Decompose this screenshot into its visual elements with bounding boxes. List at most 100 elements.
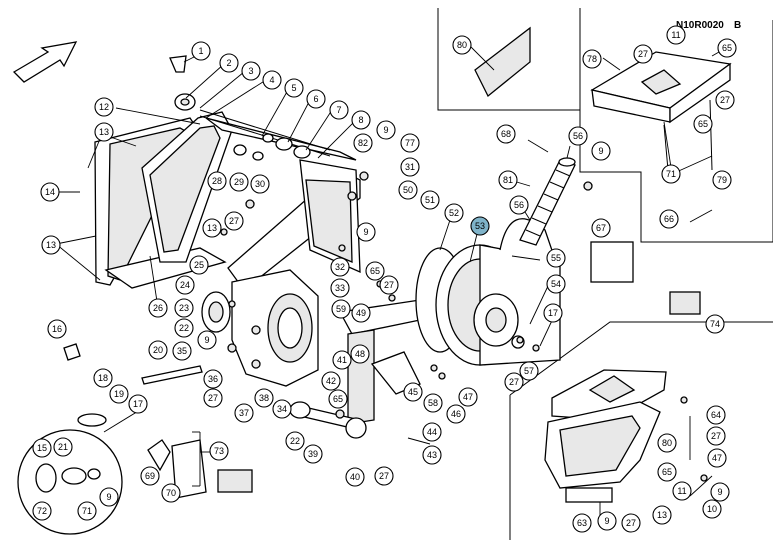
callout-13: 13 <box>41 235 61 255</box>
svg-text:34: 34 <box>277 404 287 414</box>
svg-text:27: 27 <box>638 49 648 59</box>
callout-27: 27 <box>224 211 244 231</box>
svg-text:44: 44 <box>427 427 437 437</box>
callout-37: 37 <box>234 403 254 423</box>
svg-text:45: 45 <box>408 387 418 397</box>
svg-text:2: 2 <box>226 58 231 68</box>
callout-32: 32 <box>330 257 350 277</box>
svg-text:13: 13 <box>657 510 667 520</box>
svg-text:1: 1 <box>198 46 203 56</box>
callout-50: 50 <box>398 180 418 200</box>
callout-24: 24 <box>175 275 195 295</box>
callout-12: 12 <box>94 97 114 117</box>
svg-text:81: 81 <box>503 175 513 185</box>
svg-text:55: 55 <box>551 253 561 263</box>
svg-text:48: 48 <box>355 349 365 359</box>
callout-53-highlighted[interactable]: 53 <box>470 216 490 236</box>
svg-text:16: 16 <box>52 324 62 334</box>
callout-27: 27 <box>715 90 735 110</box>
callout-69: 69 <box>140 466 160 486</box>
callout-72: 72 <box>32 501 52 521</box>
callout-23: 23 <box>174 298 194 318</box>
svg-text:58: 58 <box>428 398 438 408</box>
callout-43: 43 <box>422 445 442 465</box>
callout-13: 13 <box>202 218 222 238</box>
svg-text:3: 3 <box>248 66 253 76</box>
callout-21: 21 <box>53 437 73 457</box>
svg-text:42: 42 <box>326 376 336 386</box>
small-parts <box>63 241 701 499</box>
callout-26: 26 <box>148 298 168 318</box>
callout-68: 68 <box>496 124 516 144</box>
callout-18: 18 <box>93 368 113 388</box>
callout-9: 9 <box>710 482 730 502</box>
callout-20: 20 <box>148 340 168 360</box>
callout-4: 4 <box>262 70 282 90</box>
callout-56: 56 <box>568 126 588 146</box>
svg-text:67: 67 <box>596 223 606 233</box>
callout-3: 3 <box>241 61 261 81</box>
callout-2: 2 <box>219 53 239 73</box>
svg-text:9: 9 <box>717 487 722 497</box>
svg-text:63: 63 <box>577 518 587 528</box>
fan-housing <box>415 218 561 366</box>
callout-33: 33 <box>330 278 350 298</box>
svg-text:39: 39 <box>308 449 318 459</box>
drawing-code: N10R0020 <box>676 20 724 31</box>
callout-65: 65 <box>693 114 713 134</box>
svg-text:12: 12 <box>99 102 109 112</box>
svg-text:9: 9 <box>363 227 368 237</box>
svg-text:65: 65 <box>698 119 708 129</box>
callout-17: 17 <box>128 394 148 414</box>
svg-text:47: 47 <box>712 453 722 463</box>
callout-44: 44 <box>422 422 442 442</box>
frame-assembly <box>94 111 361 291</box>
callout-80: 80 <box>452 35 472 55</box>
callout-9: 9 <box>356 222 376 242</box>
callout-31: 31 <box>400 157 420 177</box>
callout-9: 9 <box>597 511 617 531</box>
callout-41: 41 <box>332 350 352 370</box>
callout-9: 9 <box>99 487 119 507</box>
svg-text:73: 73 <box>214 446 224 456</box>
svg-text:36: 36 <box>208 374 218 384</box>
svg-text:82: 82 <box>358 138 368 148</box>
svg-text:27: 27 <box>711 431 721 441</box>
callout-47: 47 <box>458 387 478 407</box>
svg-text:65: 65 <box>722 43 732 53</box>
svg-text:59: 59 <box>336 304 346 314</box>
svg-text:11: 11 <box>671 30 680 40</box>
flex-hose <box>519 157 576 246</box>
callout-19: 19 <box>109 384 129 404</box>
callout-10: 10 <box>702 499 722 519</box>
svg-text:74: 74 <box>710 319 720 329</box>
svg-text:40: 40 <box>350 472 360 482</box>
svg-text:27: 27 <box>720 95 730 105</box>
callout-11: 11 <box>666 25 686 45</box>
svg-text:9: 9 <box>106 492 111 502</box>
svg-text:49: 49 <box>356 308 366 318</box>
svg-text:47: 47 <box>463 392 473 402</box>
callout-22: 22 <box>285 431 305 451</box>
callout-40: 40 <box>345 467 365 487</box>
callout-9: 9 <box>376 120 396 140</box>
callout-77: 77 <box>400 133 420 153</box>
callout-34: 34 <box>272 399 292 419</box>
svg-text:53: 53 <box>475 221 485 231</box>
callout-58: 58 <box>423 393 443 413</box>
callout-27: 27 <box>504 372 524 392</box>
svg-text:27: 27 <box>208 393 218 403</box>
callout-57: 57 <box>519 361 539 381</box>
svg-text:9: 9 <box>383 125 388 135</box>
direction-arrow-icon <box>12 41 78 83</box>
callout-36: 36 <box>203 369 223 389</box>
svg-text:21: 21 <box>58 442 68 452</box>
svg-text:35: 35 <box>177 346 187 356</box>
callout-47: 47 <box>707 448 727 468</box>
svg-text:43: 43 <box>427 450 437 460</box>
lower-housing <box>201 269 319 387</box>
cover-plate-inset <box>474 26 531 98</box>
callout-42: 42 <box>321 371 341 391</box>
